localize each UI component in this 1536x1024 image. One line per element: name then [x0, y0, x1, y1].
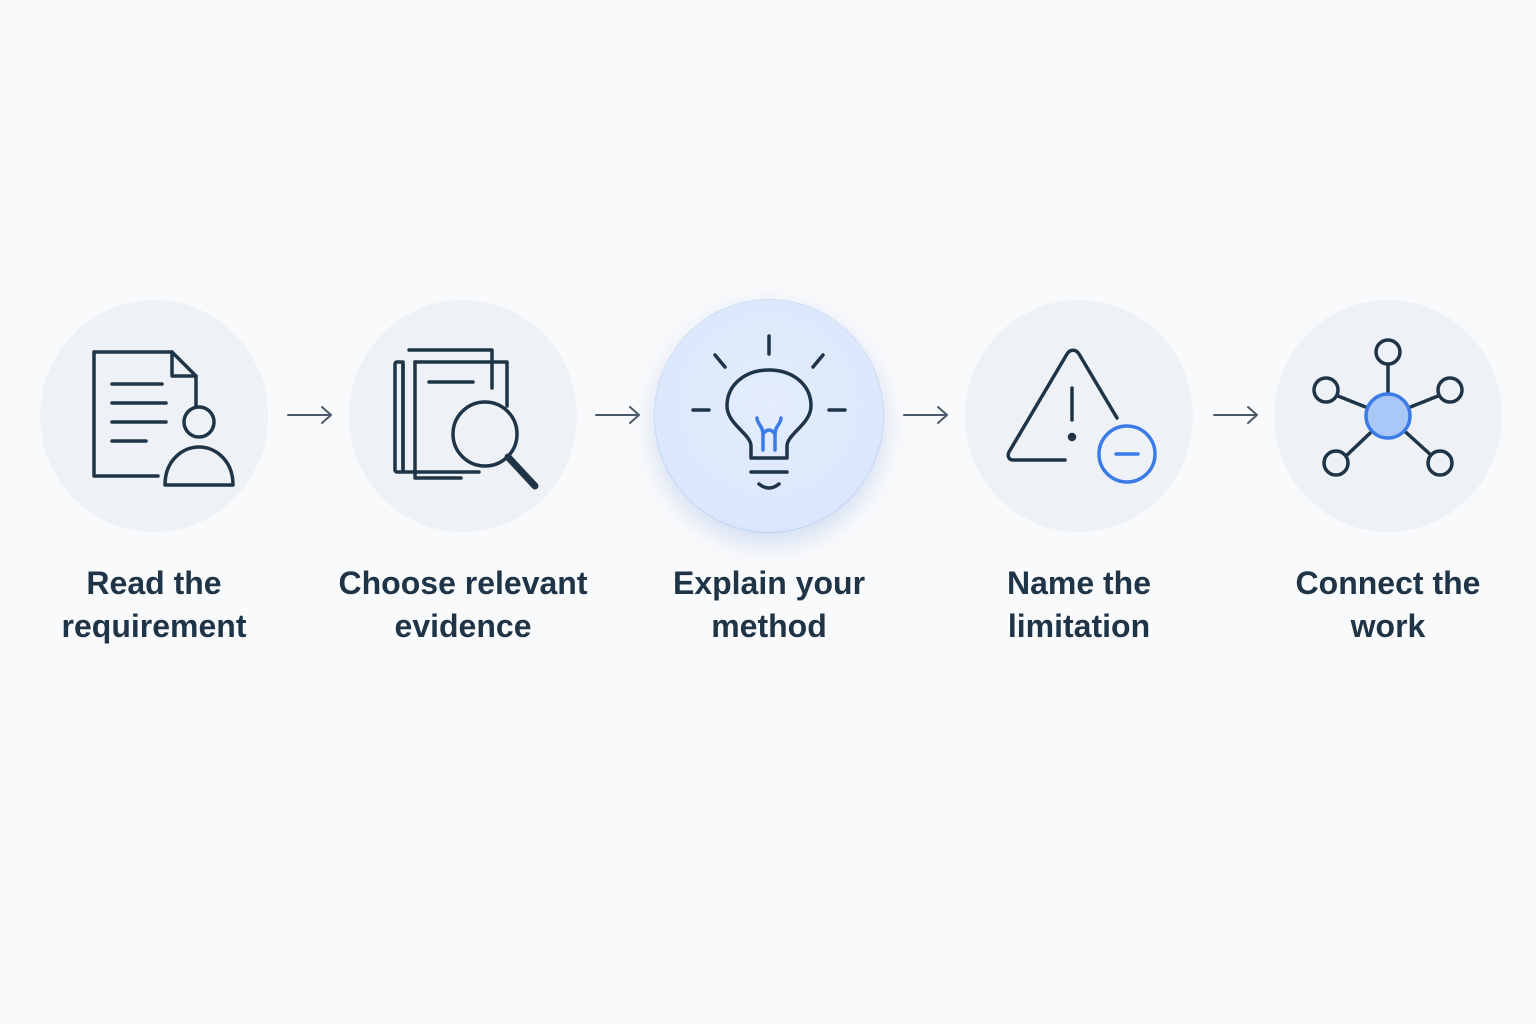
label-line-1: Connect the: [1295, 565, 1481, 601]
step-label: Choose relevant evidence: [313, 562, 613, 648]
step-label: Connect the work: [1238, 562, 1536, 648]
label-line-1: Read the: [86, 565, 222, 601]
label-line-2: evidence: [394, 608, 532, 644]
network-hub-icon: [1312, 338, 1464, 477]
step-circle-active: [655, 300, 883, 532]
step-circle: [965, 300, 1193, 532]
step-circle: [349, 300, 577, 532]
label-line-2: method: [711, 608, 827, 644]
document-person-icon: [92, 350, 235, 487]
step-label: Read the requirement: [4, 562, 304, 648]
arrow-right-icon: [287, 406, 332, 424]
arrow-right-icon: [903, 406, 948, 424]
documents-magnifier-icon: [393, 348, 539, 490]
label-line-1: Choose relevant: [338, 565, 588, 601]
label-line-2: work: [1350, 608, 1426, 644]
label-line-1: Name the: [1006, 565, 1152, 601]
arrow-right-icon: [1213, 406, 1258, 424]
step-label: Name the limitation: [929, 562, 1229, 648]
label-line-2: limitation: [1007, 608, 1151, 644]
arrow-right-icon: [595, 406, 640, 424]
lightbulb-icon: [691, 334, 847, 490]
step-label: Explain your method: [619, 562, 919, 648]
step-circle: [40, 300, 268, 532]
step-circle: [1274, 300, 1502, 532]
warning-minus-icon: [1006, 348, 1157, 484]
label-line-1: Explain your: [672, 565, 866, 601]
label-line-2: requirement: [61, 608, 247, 644]
